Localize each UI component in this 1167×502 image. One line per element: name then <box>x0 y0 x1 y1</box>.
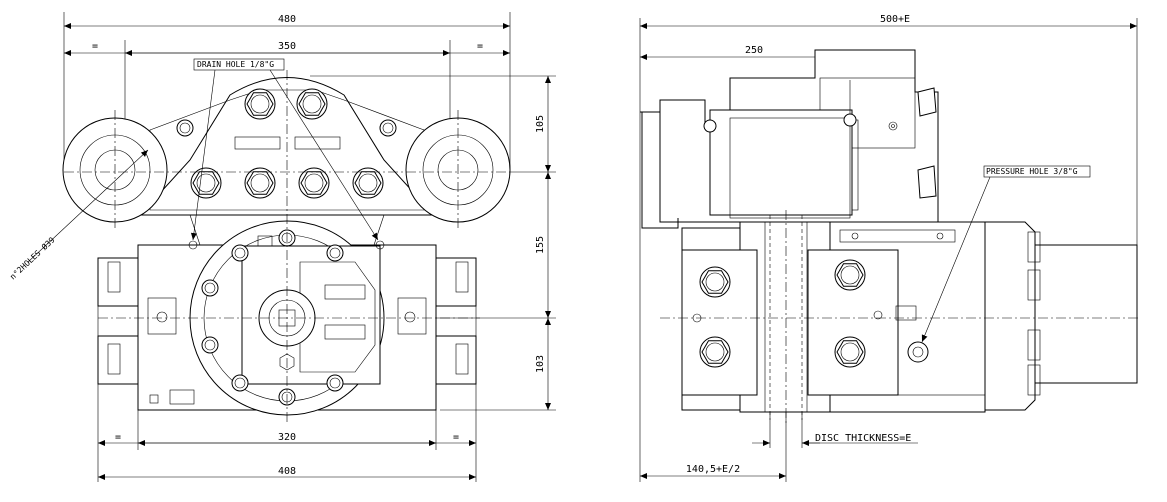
side-view: 500+E 250 140,5+E/2 DISC THICKNESS=E <box>639 14 1140 482</box>
front-view: 480 350 = = 320 = = 408 105 155 103 <box>8 12 556 482</box>
dim-overall-width: 480 <box>278 14 296 25</box>
dim-pivot-span: 350 <box>278 41 296 52</box>
dim-mount-width: 408 <box>278 466 296 477</box>
drain-hole-label-box <box>193 58 285 71</box>
dim-base-width: 320 <box>278 432 296 443</box>
dim-offset: 140,5+E/2 <box>686 464 740 475</box>
dim-side-overall: 500+E <box>880 14 910 25</box>
pressure-hole-note: PRESSURE HOLE 3/8"G <box>986 167 1078 176</box>
dim-equal-right: = <box>477 41 483 52</box>
dim-base-equal-right: = <box>453 432 459 443</box>
dim-lower-height: 103 <box>535 355 546 373</box>
dim-equal-left: = <box>92 41 98 52</box>
pressure-hole-label-box <box>983 165 1091 178</box>
side-end-housing <box>984 221 1036 411</box>
dim-middle-height: 155 <box>535 236 546 254</box>
dim-base-equal-left: = <box>115 432 121 443</box>
holes-note: n°2HOLES Ø39 <box>8 235 57 282</box>
dim-top-height: 105 <box>535 115 546 133</box>
dim-caliper-width: 250 <box>745 45 763 56</box>
disc-thickness-note: DISC THICKNESS=E <box>815 433 911 444</box>
drain-hole-note: DRAIN HOLE 1/8"G <box>197 60 274 69</box>
pressure-port <box>907 341 929 363</box>
